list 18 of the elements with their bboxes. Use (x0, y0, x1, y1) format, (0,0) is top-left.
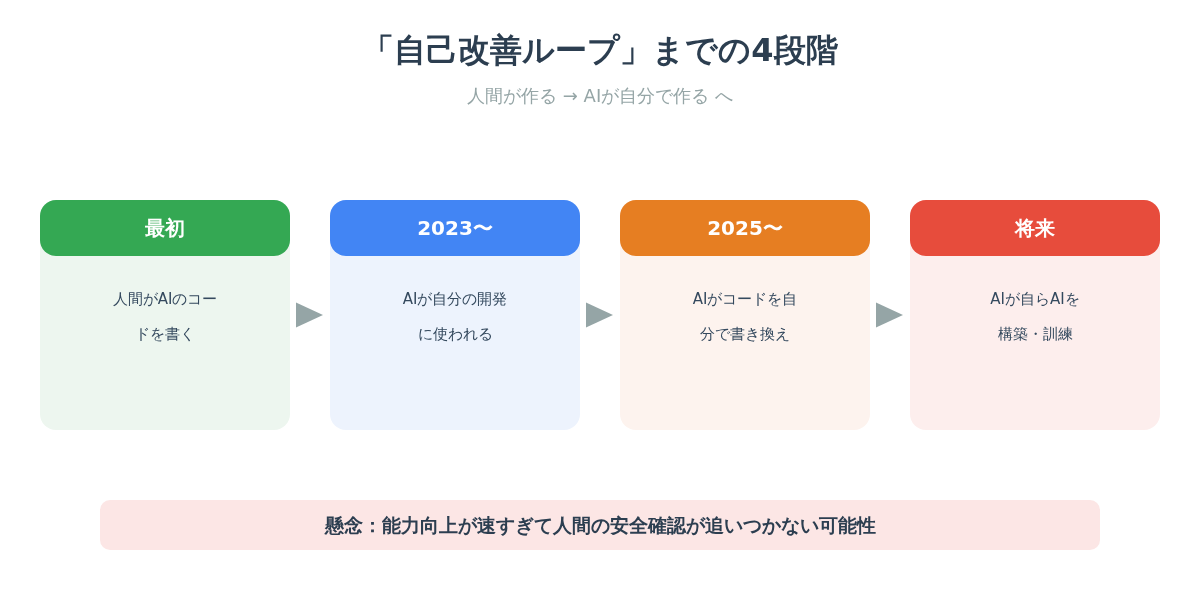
arrow (296, 302, 323, 328)
stage-card (620, 200, 870, 430)
arrow (586, 302, 613, 328)
card-text: 人間がAIのコードを書く (111, 289, 219, 345)
card-text: AIが自らAIを構築・訓練 (989, 289, 1081, 345)
subtitle: 人間が作る → AIが自分で作る へ (466, 84, 734, 108)
warning-banner: 懸念：能力向上が速すぎて人間の安全確認が追いつかない可能性 (100, 500, 1100, 550)
card-header: 2023〜 (330, 200, 580, 256)
card-header: 将来 (910, 200, 1160, 256)
card-header: 最初 (40, 200, 290, 256)
card-text: AIがコードを自分で書き換え (691, 289, 799, 345)
card-text: AIが自分の開発に使われる (401, 289, 509, 345)
stage-card (40, 200, 290, 430)
stage-card (330, 200, 580, 430)
card-header: 2025〜 (620, 200, 870, 256)
title: 「自己改善ループ」までの4段階 (361, 30, 839, 71)
stage-card (910, 200, 1160, 430)
arrow (876, 302, 903, 328)
